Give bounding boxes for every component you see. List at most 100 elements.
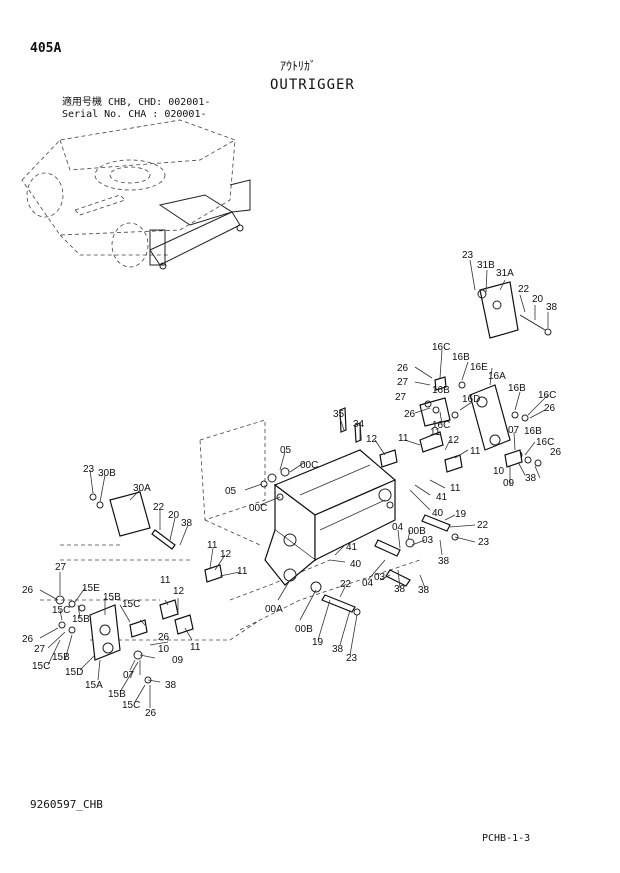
callout-label: 38	[418, 585, 430, 596]
callout-label: 15B	[103, 592, 121, 603]
callout-label: 16E	[470, 362, 488, 373]
callout-label: 04	[392, 522, 404, 533]
callout-label: 38	[546, 302, 558, 313]
callout-label: 38	[438, 556, 450, 567]
callout-label: 30A	[133, 483, 151, 494]
leader-lines	[39, 259, 549, 708]
callout-labels: 23 31B 31A 22 20 38 16C 16B 26 16E 27 16…	[22, 250, 562, 719]
frame-reference-outline	[40, 419, 421, 641]
callout-label: 38	[332, 644, 344, 655]
bracket-16a	[419, 384, 511, 451]
callout-label: 09	[503, 478, 515, 489]
callout-label: 16C	[432, 342, 450, 353]
bracket-15a	[89, 604, 152, 684]
callout-label: 26	[397, 363, 409, 374]
applicability-line-2: Serial No. CHA : 020001-	[62, 109, 207, 120]
callout-label: 16C	[432, 420, 450, 431]
callout-label: 15A	[85, 680, 103, 691]
callout-label: 26	[544, 403, 556, 414]
callout-label: 22	[153, 502, 165, 513]
callout-label: 12	[173, 586, 185, 597]
callout-label: 41	[436, 492, 448, 503]
callout-label: 34	[353, 419, 365, 430]
callout-label: 27	[397, 377, 409, 388]
callout-label: 09	[172, 655, 184, 666]
callout-label: 16B	[432, 385, 450, 396]
callout-label: 31B	[477, 260, 495, 271]
callout-label: 16B	[508, 383, 526, 394]
callout-label: 16A	[488, 371, 506, 382]
callout-label: 16B	[452, 352, 470, 363]
callout-label: 15B	[52, 652, 70, 663]
section-code: 405A	[30, 41, 62, 56]
callout-label: 30B	[98, 468, 116, 479]
callout-label: 11	[398, 433, 409, 444]
callout-label: 27	[34, 644, 46, 655]
callout-label: 15B	[108, 689, 126, 700]
callout-label: 15C	[122, 700, 140, 711]
title-en: OUTRIGGER	[270, 77, 355, 93]
callout-label: 11	[207, 540, 218, 551]
callout-label: 11	[470, 446, 481, 457]
callout-label: 11	[450, 483, 461, 494]
callout-label: 22	[518, 284, 530, 295]
callout-label: 15E	[82, 583, 100, 594]
callout-label: 12	[220, 549, 232, 560]
callout-label: 16C	[536, 437, 554, 448]
callout-label: 38	[394, 584, 406, 595]
callout-label: 20	[168, 510, 180, 521]
callout-label: 00B	[295, 624, 313, 635]
callout-label: 11	[190, 642, 201, 653]
callout-label: 26	[158, 632, 170, 643]
machine-overview-illustration	[21, 119, 251, 270]
callout-label: 00C	[249, 503, 267, 514]
callout-label: 10	[158, 644, 170, 655]
callout-label: 11	[160, 575, 171, 586]
callout-label: 00B	[408, 526, 426, 537]
callout-label: 15D	[65, 667, 83, 678]
callout-label: 23	[462, 250, 474, 261]
callout-label: 16B	[524, 426, 542, 437]
outrigger-beam-00a	[264, 449, 397, 586]
callout-label: 11	[430, 427, 441, 438]
callout-label: 26	[550, 447, 562, 458]
callout-label: 05	[225, 486, 237, 497]
callout-label: 40	[350, 559, 362, 570]
callout-label: 12	[448, 435, 460, 446]
callout-label: 26	[145, 708, 157, 719]
callout-label: 07	[123, 670, 135, 681]
bracket-31a	[477, 281, 552, 339]
callout-label: 12	[366, 434, 378, 445]
callout-label: 26	[404, 409, 416, 420]
applicability-line-1: 適用号機 CHB, CHD: 002001-	[62, 97, 211, 108]
callout-label: 27	[395, 392, 407, 403]
callout-label: 41	[346, 542, 358, 553]
callout-label: 00A	[265, 604, 283, 615]
plate-30a	[89, 491, 176, 550]
title-jp: ｱｳﾄﾘｶﾞ	[280, 59, 317, 73]
callout-label: 22	[340, 579, 352, 590]
callout-label: 15C	[32, 661, 50, 672]
callout-label: 15C	[122, 599, 140, 610]
callout-label: 03	[422, 535, 434, 546]
callout-label: 23	[83, 464, 95, 475]
pins-and-washers	[55, 376, 542, 638]
callout-label: 38	[525, 473, 537, 484]
callout-label: 07	[508, 425, 520, 436]
callout-label: 00C	[300, 460, 318, 471]
callout-label: 15B	[72, 614, 90, 625]
callout-label: 04	[362, 578, 374, 589]
callout-label: 31A	[496, 268, 514, 279]
callout-label: 38	[181, 518, 193, 529]
callout-label: 20	[532, 294, 544, 305]
callout-label: 16C	[538, 390, 556, 401]
callout-label: 26	[22, 634, 34, 645]
callout-label: 40	[432, 508, 444, 519]
callout-label: 15C	[52, 605, 70, 616]
callout-label: 11	[237, 566, 248, 577]
callout-label: 26	[22, 585, 34, 596]
callout-label: 27	[55, 562, 67, 573]
page-reference: PCHB-1-3	[482, 833, 531, 844]
callout-label: 19	[312, 637, 324, 648]
